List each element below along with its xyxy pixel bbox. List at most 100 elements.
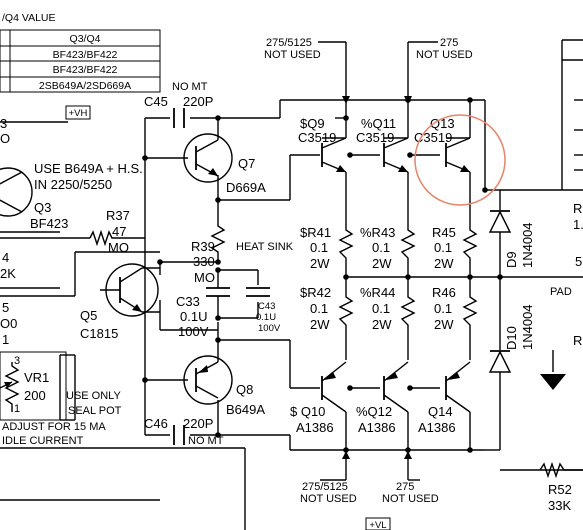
table-cell: BF423/BF422 xyxy=(53,49,118,61)
resistor-r52: R52 33K xyxy=(539,461,583,513)
r41-value: 0.1 xyxy=(310,240,328,255)
c43-ref: C43 xyxy=(258,301,275,312)
r45-unit: 2W xyxy=(434,256,454,271)
q5-part: C1815 xyxy=(80,326,118,341)
r45-ref: R45 xyxy=(432,225,456,240)
vr1-adjust: ADJUST FOR 15 MA xyxy=(2,421,106,433)
potentiometer-vr1: 3 1 VR1 200 USE ONLY SEAL POT ADJUST FOR… xyxy=(0,351,122,447)
vh-label: +VH xyxy=(69,108,88,119)
transistor-q8: Q8 B649A xyxy=(183,355,265,417)
transistor-q13: Q13 C3519 xyxy=(414,116,471,173)
r37-ref: R37 xyxy=(106,208,130,223)
vl-label: +VL xyxy=(369,520,386,530)
transistor-q14: Q14 A1386 xyxy=(418,361,471,435)
svg-text:NOT USED: NOT USED xyxy=(300,493,357,505)
edge-label: 1 xyxy=(2,332,9,347)
q13-part: C3519 xyxy=(414,130,452,145)
note-bottom-left: 275/5125 NOT USED xyxy=(300,479,357,505)
junctions xyxy=(142,97,503,453)
r37-value: 47 xyxy=(112,224,126,239)
q3-note: IN 2250/5250 xyxy=(34,177,112,192)
c46-note: NO MT xyxy=(188,435,224,447)
q12-part: A1386 xyxy=(358,420,396,435)
c46-ref: C46 xyxy=(144,416,168,431)
q10-ref: $ Q10 xyxy=(290,404,325,419)
edge-label: 3 xyxy=(0,116,7,131)
transistor-q5: Q5 C1815 xyxy=(80,263,160,341)
r39-ref: R39 xyxy=(191,239,215,254)
svg-text:NOT USED: NOT USED xyxy=(416,49,473,61)
capacitor-c33: C33 0.1U 100V xyxy=(176,270,230,339)
r52-ref: R52 xyxy=(548,482,572,497)
d9-part: 1N4004 xyxy=(520,222,535,268)
q14-part: A1386 xyxy=(418,420,456,435)
d10-ref: D10 xyxy=(504,326,519,350)
vr1-note: SEAL POT xyxy=(68,405,122,417)
vl-supply: +VL xyxy=(365,517,391,530)
q3-part: BF423 xyxy=(30,216,68,231)
q7-part: D669A xyxy=(226,180,266,195)
left-edge-fragments: 3 O 4 2K 5 O0 1 xyxy=(0,116,75,347)
diode-d10: D10 1N4004 xyxy=(488,304,535,373)
r52-value: 33K xyxy=(548,498,571,513)
vr1-adjust: IDLE CURRENT xyxy=(2,435,84,447)
capacitor-c45: NO MT C45 220P xyxy=(144,81,213,128)
c33-ref: C33 xyxy=(176,294,200,309)
edge-label: 2K xyxy=(0,266,16,281)
d10-part: 1N4004 xyxy=(520,304,535,350)
c33-volt: 100V xyxy=(178,324,209,339)
note-top-right: 275 NOT USED xyxy=(408,37,473,61)
q11-ref: %Q11 xyxy=(361,116,396,131)
edge-label: 5 xyxy=(2,300,9,315)
q9-ref: $Q9 xyxy=(300,116,325,131)
c46-value: 220P xyxy=(183,416,213,431)
c43-value: 0.1U xyxy=(256,312,276,323)
c43-volt: 100V xyxy=(258,323,281,334)
capacitor-c46: C46 220P NO MT xyxy=(144,416,224,447)
resistor-r37: R37 47 MO xyxy=(89,208,145,255)
r44-ref: %R44 xyxy=(360,285,395,300)
transistor-q9: $Q9 C3519 xyxy=(298,116,347,173)
c45-note: NO MT xyxy=(172,81,208,93)
c33-value: 0.1U xyxy=(180,309,207,324)
transistor-value-table: /Q4 VALUE Q3/Q4 BF423/BF422 BF423/BF422 … xyxy=(0,12,161,93)
r42-unit: 2W xyxy=(310,317,330,332)
transistor-q10: $ Q10 A1386 xyxy=(290,361,347,435)
vr1-value: 200 xyxy=(24,388,46,403)
edge-label: R xyxy=(573,201,582,216)
highlight-circle xyxy=(414,114,506,206)
r42-value: 0.1 xyxy=(310,301,328,316)
resistor-r46: R46 0.1 2W xyxy=(432,285,478,332)
q8-ref: Q8 xyxy=(236,382,253,397)
table-header: Q3/Q4 xyxy=(70,33,101,45)
transistor-q3: USE B649A + H.S. IN 2250/5250 Q3 BF423 xyxy=(0,161,143,231)
r46-unit: 2W xyxy=(434,317,454,332)
heat-sink-label: HEAT SINK xyxy=(236,241,294,253)
right-edge-fragments: R 1. 5 R xyxy=(573,99,583,348)
svg-text:275/5125: 275/5125 xyxy=(266,37,312,49)
resistor-r39: R39 330 MO xyxy=(191,222,226,285)
transistor-q12: %Q12 A1386 xyxy=(356,361,409,435)
resistor-r41: $R41 0.1 2W xyxy=(300,225,354,271)
transistor-q7: Q7 D669A xyxy=(183,133,266,195)
diode-d9: D9 1N4004 xyxy=(488,210,535,268)
vh-supply: +VH xyxy=(0,105,91,123)
q5-ref: Q5 xyxy=(80,308,97,323)
r41-unit: 2W xyxy=(310,256,330,271)
edge-label: 1. xyxy=(573,217,583,232)
svg-text:275: 275 xyxy=(440,37,458,49)
r46-value: 0.1 xyxy=(434,301,452,316)
resistor-r45: R45 0.1 2W xyxy=(432,225,478,271)
q12-ref: %Q12 xyxy=(356,404,392,419)
q14-ref: Q14 xyxy=(428,404,453,419)
table-cell: 2SB649A/2SD669A xyxy=(39,80,131,92)
q9-part: C3519 xyxy=(298,130,336,145)
r43-unit: 2W xyxy=(372,256,392,271)
resistor-r44: %R44 0.1 2W xyxy=(360,285,416,332)
edge-label: R xyxy=(573,333,582,348)
r39-unit: MO xyxy=(194,270,215,285)
vr1-note: USE ONLY xyxy=(66,390,121,402)
r44-value: 0.1 xyxy=(372,301,390,316)
edge-label: 4 xyxy=(2,250,9,265)
